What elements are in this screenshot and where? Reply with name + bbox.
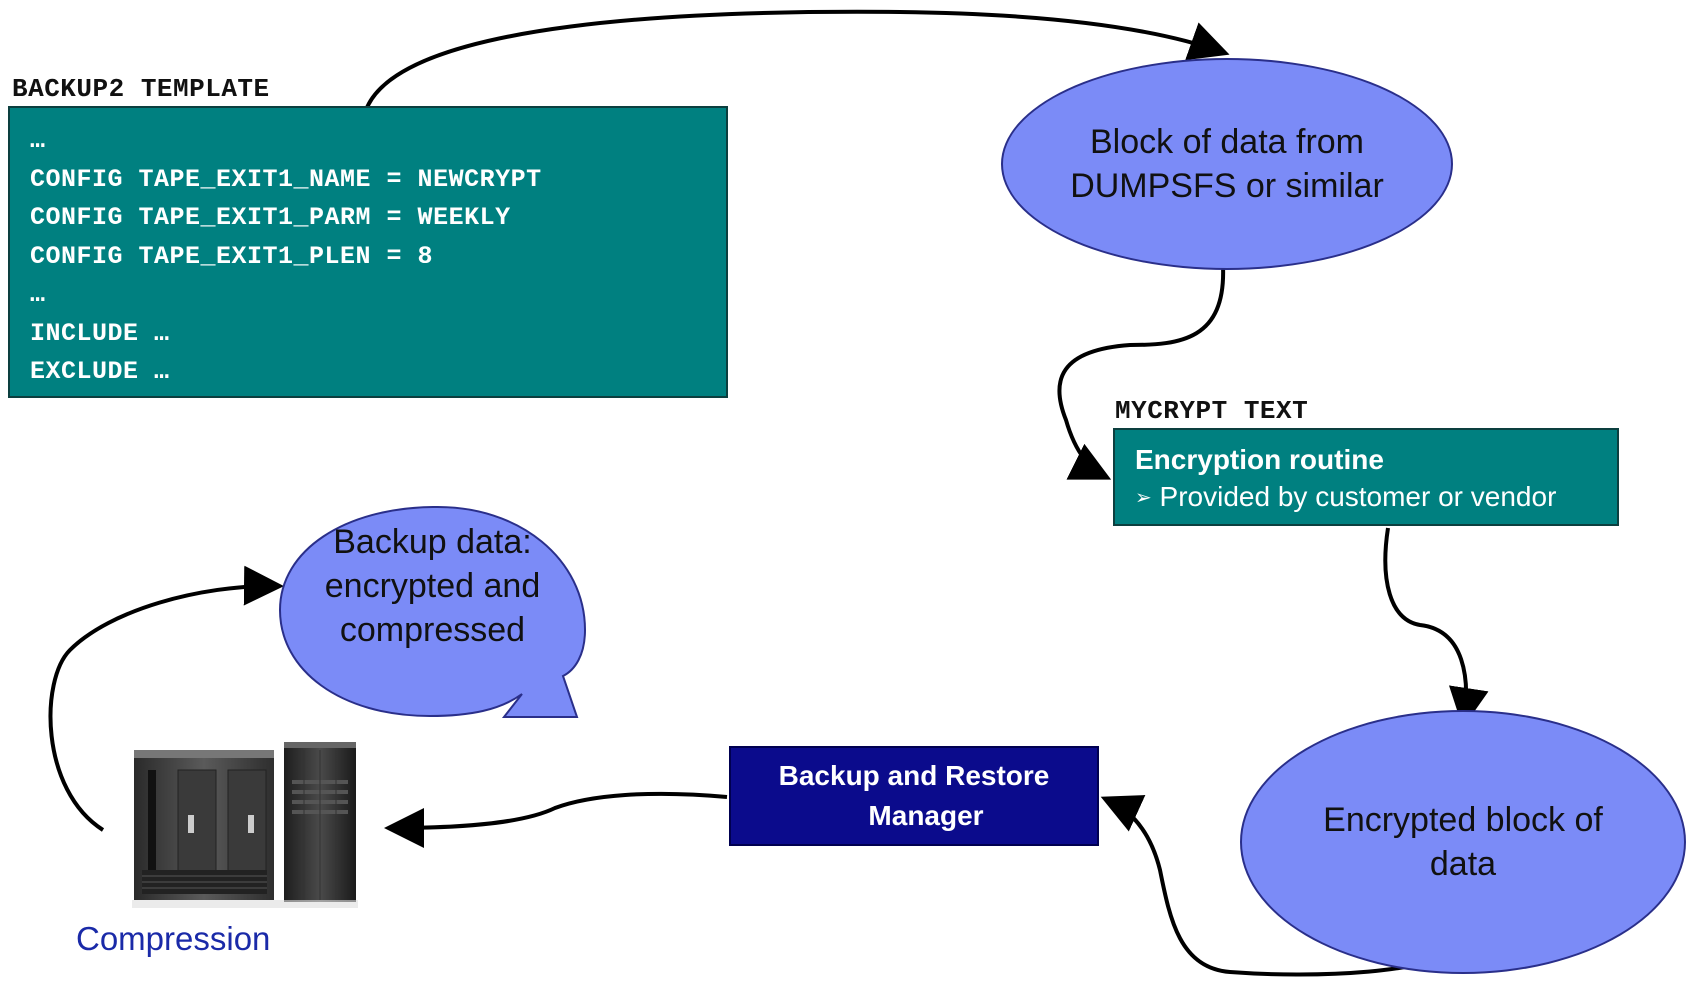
compression-label: Compression <box>76 920 271 957</box>
template-config-box: … CONFIG TAPE_EXIT1_NAME = NEWCRYPT CONF… <box>8 106 728 398</box>
template-line: … <box>30 280 46 309</box>
template-line: … <box>30 126 46 155</box>
encrypted-line-1: Encrypted block of <box>1323 801 1603 839</box>
tape-library-hardware-icon <box>132 742 358 908</box>
template-line: CONFIG TAPE_EXIT1_NAME = NEWCRYPT <box>30 164 542 194</box>
template-line: CONFIG TAPE_EXIT1_PARM = WEEKLY <box>30 203 511 232</box>
template-line: INCLUDE … <box>30 318 170 348</box>
template-line: EXCLUDE … <box>30 357 170 386</box>
template-title: BACKUP2 TEMPLATE <box>12 74 270 104</box>
arrowhead-bullet-icon: ➢ <box>1135 487 1152 509</box>
encryption-routine-bullet: ➢ Provided by customer or vendor <box>1135 478 1617 517</box>
brm-line-1: Backup and Restore <box>778 760 1050 791</box>
arrow-manager-to-hardware <box>384 791 728 848</box>
encrypted-line-2: data <box>1429 845 1497 883</box>
block-line-1: Block of data from <box>1089 123 1364 161</box>
bubble-line-1: Backup data: <box>333 523 532 561</box>
template-line: CONFIG TAPE_EXIT1_PLEN = 8 <box>30 241 434 271</box>
backup-restore-manager-box: Backup and Restore Manager <box>729 746 1099 846</box>
bubble-line-2: encrypted and <box>324 567 541 605</box>
arrow-hardware-to-bubble <box>48 565 284 832</box>
block-of-data-ellipse: Block of data from DUMPSFS or similar <box>1001 58 1453 270</box>
encryption-routine-title: Encryption routine <box>1135 444 1384 475</box>
arrow-encryption-to-encrypted <box>1383 527 1489 728</box>
arrow-encrypted-to-manager <box>1100 795 1470 977</box>
backup-data-bubble-text: Backup data: encrypted and compressed <box>290 520 575 652</box>
block-line-2: DUMPSFS or similar <box>1070 167 1384 205</box>
crypt-title: MYCRYPT TEXT <box>1115 396 1309 426</box>
encryption-routine-box: Encryption routine ➢ Provided by custome… <box>1113 428 1619 526</box>
encryption-routine-bullet-text: Provided by customer or vendor <box>1159 481 1557 512</box>
bubble-line-3: compressed <box>339 611 526 649</box>
arrow-block-to-encryption <box>1057 265 1226 480</box>
arrow-template-to-block <box>364 9 1230 111</box>
encrypted-block-ellipse: Encrypted block of data <box>1240 710 1686 974</box>
brm-line-2: Manager <box>868 800 984 831</box>
